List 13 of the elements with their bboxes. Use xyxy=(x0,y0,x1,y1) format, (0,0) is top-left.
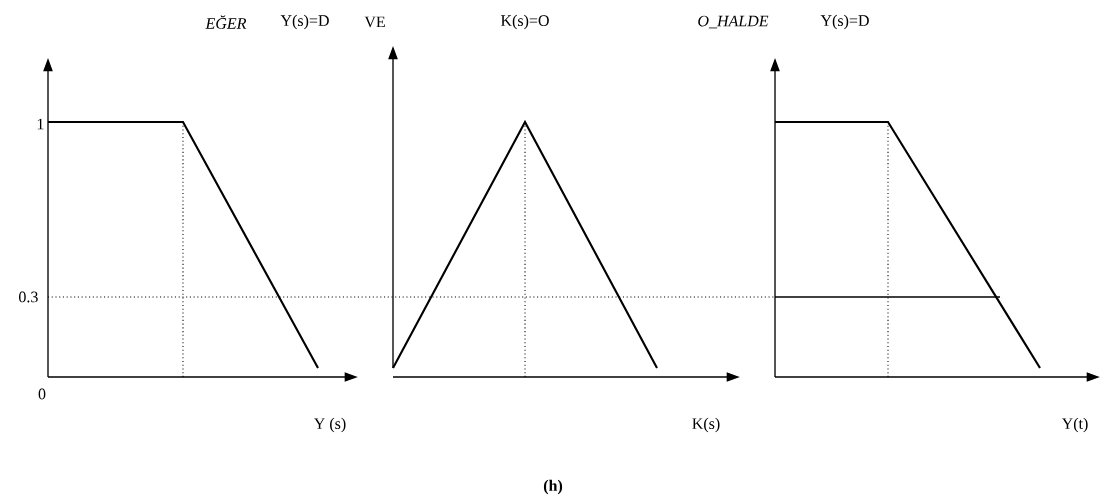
header-text: Y(s)=D xyxy=(820,14,869,30)
tick-label: 0 xyxy=(38,388,46,400)
header-text: K(s)=O xyxy=(500,14,549,30)
header-text: O_HALDE xyxy=(698,15,769,29)
axis-label: K(s) xyxy=(692,417,720,433)
header-text: VE xyxy=(364,16,385,28)
axis-label: Y (s) xyxy=(314,417,346,433)
caption: (h) xyxy=(543,479,563,495)
tick-label: 1 xyxy=(37,118,44,130)
header-text: EĞER xyxy=(205,15,247,29)
header-text: Y(s)=D xyxy=(280,14,329,30)
axis-label: Y(t) xyxy=(1061,417,1088,433)
tick-label: 0.3 xyxy=(19,291,38,303)
